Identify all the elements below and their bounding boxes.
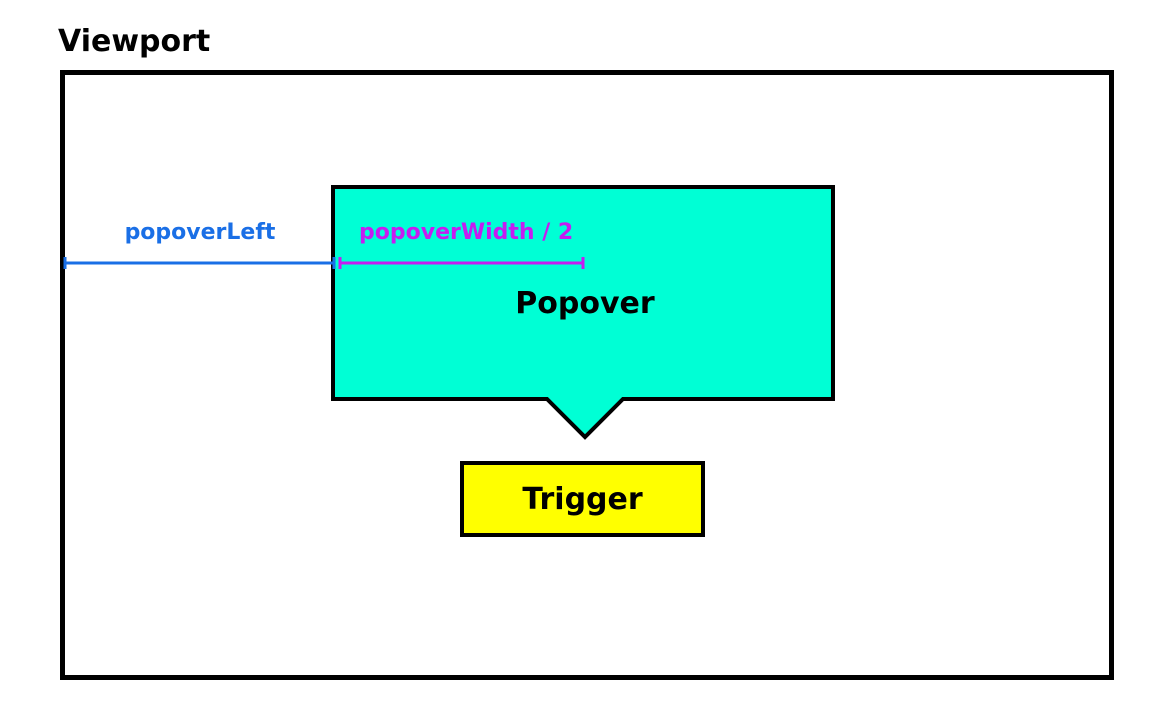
popover-outline-with-arrow xyxy=(331,185,835,440)
trigger-box: Trigger xyxy=(460,461,705,537)
popover-left-measure xyxy=(63,257,336,269)
popover-label: Popover xyxy=(515,286,655,321)
popover-half-width-label: popoverWidth / 2 xyxy=(359,220,574,245)
viewport-frame xyxy=(60,70,1114,680)
popover-left-label: popoverLeft xyxy=(124,220,276,245)
popover-box xyxy=(331,185,835,440)
trigger-label: Trigger xyxy=(522,481,643,517)
viewport-title: Viewport xyxy=(58,24,211,59)
popover-half-width-measure xyxy=(338,257,585,269)
popover-shape xyxy=(331,185,835,440)
